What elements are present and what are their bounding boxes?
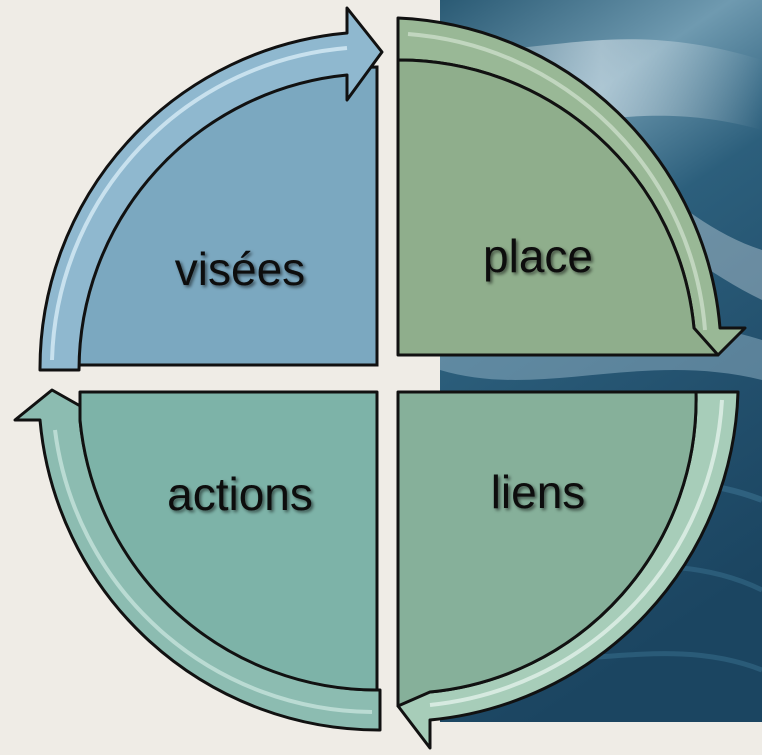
quadrant-actions: actions xyxy=(15,390,380,730)
quadrant-label-liens: liens xyxy=(491,466,586,518)
quadrant-visees: visées xyxy=(40,8,382,370)
quadrant-label-visees: visées xyxy=(175,243,305,295)
quadrant-label-place: place xyxy=(483,230,593,282)
quadrant-label-actions: actions xyxy=(167,468,313,520)
